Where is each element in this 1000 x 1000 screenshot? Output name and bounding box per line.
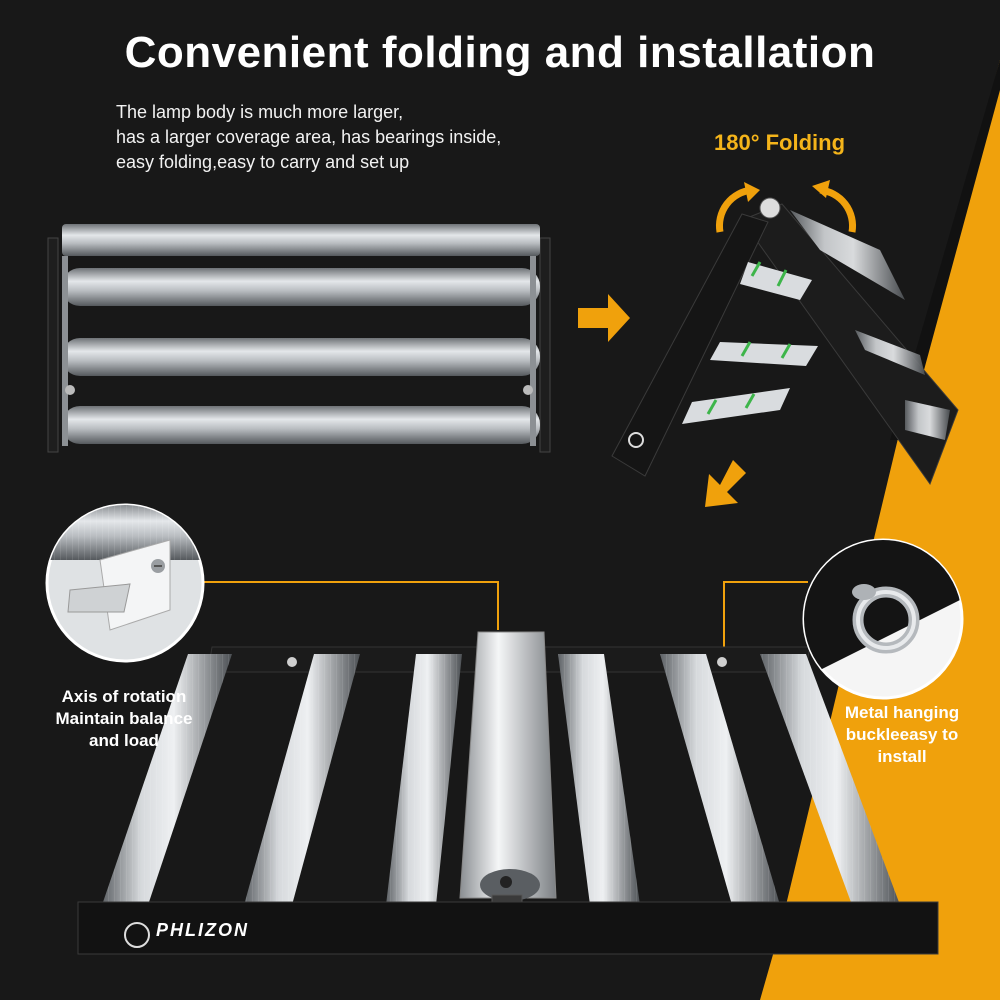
arrow-right-icon: [578, 294, 630, 342]
callout-right-line: buckleeasy to: [845, 725, 959, 744]
description-line: The lamp body is much more larger,: [116, 102, 404, 122]
lamp-top-view: [47, 224, 551, 453]
hanging-buckle-detail: [802, 538, 964, 700]
callout-line-right: [723, 581, 808, 656]
brand-logo: PHLIZON: [156, 920, 249, 940]
callout-right-line: Metal hanging: [844, 703, 960, 722]
callout-right: Metal hanging buckleeasy to install: [822, 702, 982, 768]
callout-left-line: Maintain balance: [55, 709, 193, 728]
arrow-down-left-icon: [705, 460, 746, 507]
folding-label: 180° Folding: [714, 130, 846, 155]
callout-left-line: Axis of rotation: [61, 687, 187, 706]
lamp-folded-view: [611, 180, 959, 486]
callout-left-line: and load: [89, 731, 159, 750]
callout-line-left: [198, 581, 499, 630]
rotation-axis-detail: [45, 503, 205, 663]
brand-logo-icon: [124, 922, 150, 948]
lamp-front-view: [77, 631, 939, 955]
description-line: has a larger coverage area, has bearings…: [116, 127, 502, 147]
page-title: Convenient folding and installation: [124, 28, 876, 77]
callout-left: Axis of rotation Maintain balance and lo…: [36, 686, 212, 752]
callout-right-line: install: [877, 747, 927, 766]
description-line: easy folding,easy to carry and set up: [116, 152, 410, 172]
